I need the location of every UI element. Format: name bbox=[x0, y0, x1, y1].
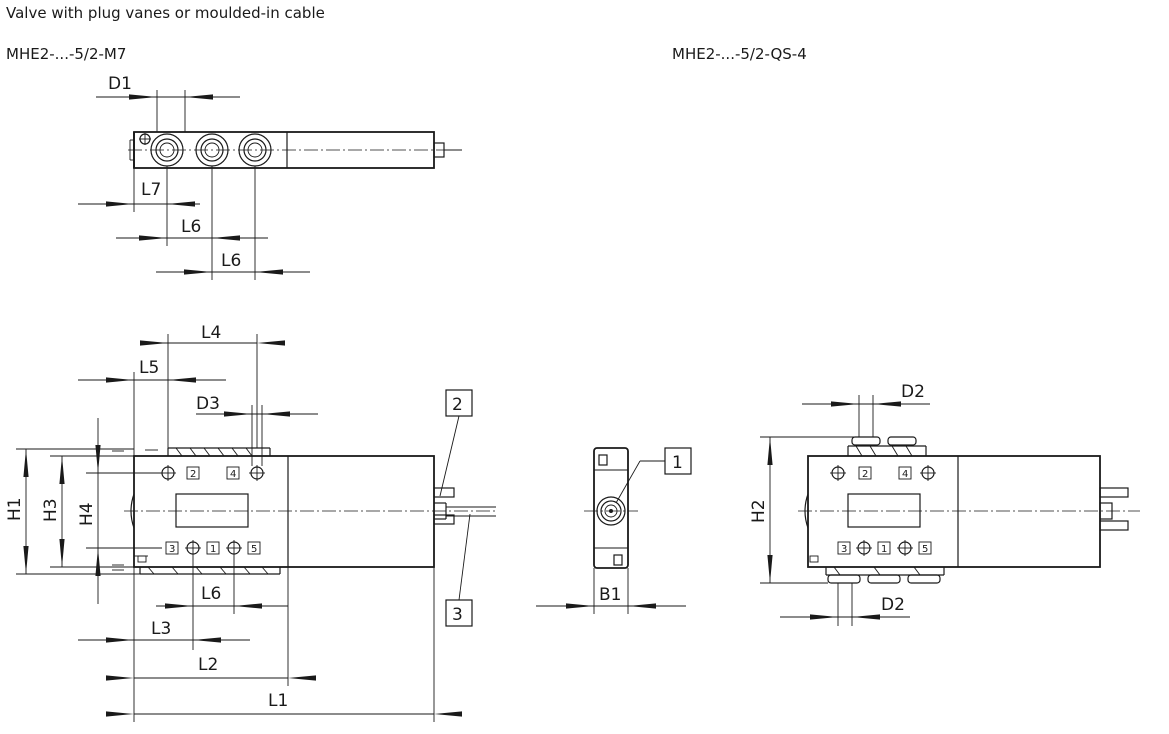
qs4-port-number-1: 1 bbox=[881, 544, 887, 555]
dim-label-l1: L1 bbox=[268, 691, 288, 711]
qs4-port-number-5: 5 bbox=[922, 544, 928, 555]
qs4-valve-body bbox=[807, 455, 1101, 568]
port-number-3: 3 bbox=[169, 544, 175, 555]
dim-label-l5: L5 bbox=[139, 358, 159, 378]
port-marker-icon bbox=[185, 540, 201, 556]
port-marker-icon bbox=[830, 465, 846, 481]
push-in-fittings-bottom bbox=[825, 566, 945, 584]
port-number-2: 2 bbox=[190, 469, 196, 480]
electrical-plug bbox=[433, 487, 496, 525]
dim-label-l2: L2 bbox=[198, 655, 218, 675]
valve-label-window bbox=[175, 493, 249, 528]
port-number-1: 1 bbox=[210, 544, 216, 555]
dim-label-d1: D1 bbox=[108, 74, 132, 94]
figure-title: Valve with plug vanes or moulded-in cabl… bbox=[6, 4, 325, 22]
dim-label-b1: B1 bbox=[599, 585, 621, 605]
valve-body bbox=[133, 455, 435, 568]
qs4-electrical-plug bbox=[1099, 487, 1129, 531]
dim-label-l7: L7 bbox=[141, 180, 161, 200]
top-view: D1 L7 L6 L6 bbox=[78, 74, 462, 280]
dim-label-h2: H2 bbox=[749, 499, 769, 523]
dim-label-d3: D3 bbox=[196, 394, 220, 414]
port-marker-icon bbox=[249, 465, 265, 481]
front-view: 2 4 3 1 5 bbox=[5, 323, 498, 722]
push-in-fittings-top bbox=[847, 436, 927, 457]
port-marker-icon bbox=[856, 540, 872, 556]
mounting-hole-icon bbox=[139, 133, 151, 145]
port-number-5: 5 bbox=[251, 544, 257, 555]
side-view-body bbox=[593, 447, 629, 569]
variant-label-qs4: MHE2-...-5/2-QS-4 bbox=[672, 45, 807, 63]
dim-label-l6-b: L6 bbox=[221, 251, 241, 271]
dim-label-d2-bottom: D2 bbox=[881, 595, 905, 615]
dim-label-l6-a: L6 bbox=[181, 217, 201, 237]
port-number-4: 4 bbox=[230, 469, 236, 480]
qs4-port-number-4: 4 bbox=[902, 469, 908, 480]
dim-label-l3: L3 bbox=[151, 619, 171, 639]
dim-label-l6-c: L6 bbox=[201, 584, 221, 604]
port-marker-icon bbox=[226, 540, 242, 556]
plug-vanes-bottom bbox=[139, 566, 281, 575]
port-marker-icon bbox=[897, 540, 913, 556]
dim-label-l4: L4 bbox=[201, 323, 221, 343]
dim-label-d2-top: D2 bbox=[901, 382, 925, 402]
dim-label-h3: H3 bbox=[41, 498, 61, 522]
qs4-view: 2 4 3 1 5 D2 bbox=[749, 382, 1140, 626]
variant-label-m7: MHE2-...-5/2-M7 bbox=[6, 45, 127, 63]
dim-label-h1: H1 bbox=[5, 497, 25, 521]
callout-number-2: 2 bbox=[452, 395, 463, 415]
dim-label-h4: H4 bbox=[77, 502, 97, 526]
side-view: 1 B1 bbox=[536, 447, 692, 614]
port-marker-icon bbox=[920, 465, 936, 481]
callout-number-1: 1 bbox=[672, 453, 683, 473]
callout-number-3: 3 bbox=[452, 605, 463, 625]
qs4-port-number-3: 3 bbox=[841, 544, 847, 555]
plug-vanes-top bbox=[167, 447, 271, 457]
qs4-port-number-2: 2 bbox=[862, 469, 868, 480]
